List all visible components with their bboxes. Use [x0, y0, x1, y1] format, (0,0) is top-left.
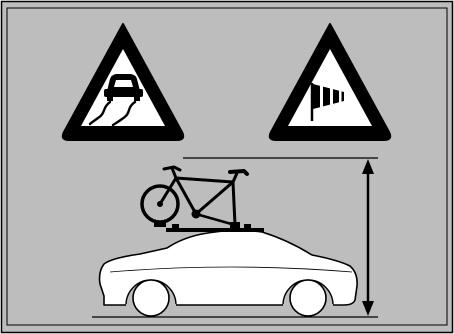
rear-wheel [290, 280, 326, 316]
front-wheel [133, 280, 169, 316]
